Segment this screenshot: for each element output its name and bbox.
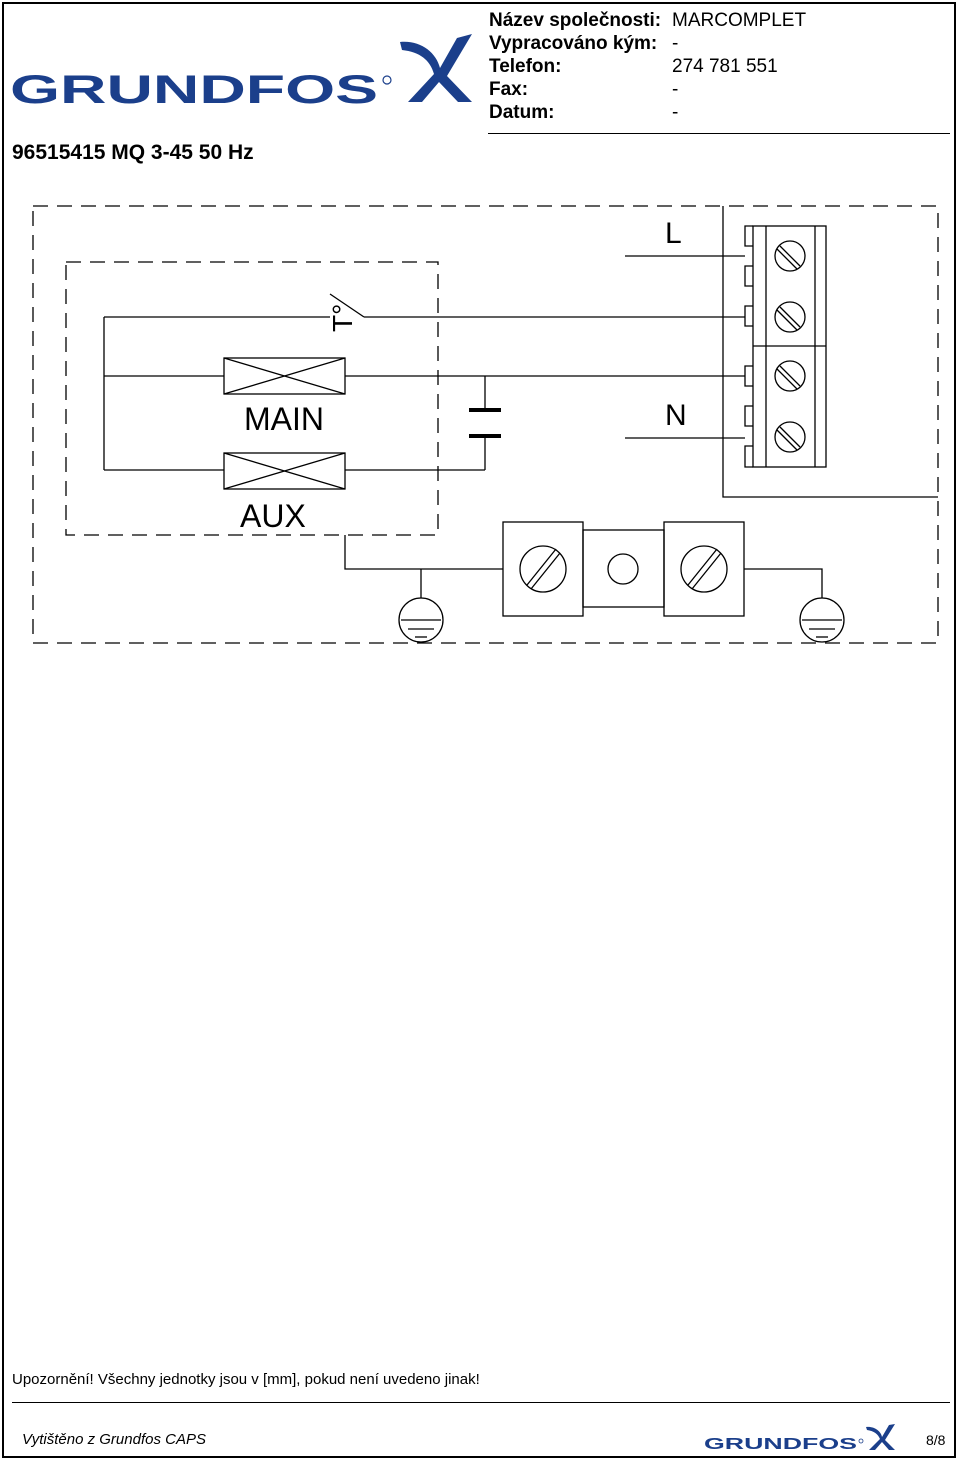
fax-label: Fax: — [489, 79, 529, 100]
line-label: L — [665, 217, 682, 250]
date-label: Datum: — [489, 102, 555, 123]
info-row-company: Název společnosti: MARCOMPLET — [489, 9, 806, 32]
screw-icon — [774, 301, 806, 333]
product-title: 96515415 MQ 3-45 50 Hz — [12, 141, 254, 164]
terminal-enclosure — [722, 206, 938, 498]
earth-terminal-bridge — [582, 529, 665, 608]
earth-wire-right — [744, 568, 823, 598]
logo-wordmark: GRUNDFOS — [10, 68, 378, 108]
aux-coil-cross-b — [223, 452, 346, 490]
screw-icon — [680, 545, 728, 593]
earth-ground-icon — [799, 597, 845, 643]
thermal-switch-blade — [329, 293, 365, 318]
info-row-date: Datum: - — [489, 101, 806, 124]
earth-ground-icon — [398, 597, 444, 643]
footer-registered-mark-icon — [858, 1438, 864, 1444]
thermal-switch-label: T° — [327, 304, 358, 332]
warning-note: Upozornění! Všechny jednotky jsou v [mm]… — [12, 1371, 480, 1388]
grundfos-logo: GRUNDFOS — [10, 34, 472, 108]
capacitor-plate-bottom — [469, 434, 501, 438]
outer-boundary — [32, 205, 939, 644]
screw-icon — [774, 240, 806, 272]
earth-terminal-left — [502, 521, 584, 617]
main-winding-coil — [223, 357, 346, 395]
wiring-diagram: L N MAIN AUX T° — [32, 205, 939, 644]
header-info: Název společnosti: MARCOMPLET Vypracováno… — [489, 9, 806, 124]
info-row-phone: Telefon: 274 781 551 — [489, 55, 806, 78]
aux-winding-label: AUX — [240, 498, 306, 534]
phone-value: 274 781 551 — [672, 56, 778, 77]
motor-boundary — [65, 261, 439, 536]
footer-logo-wordmark: GRUNDFOS — [704, 1436, 858, 1452]
footer-divider — [12, 1402, 950, 1403]
footer-grundfos-x-icon — [866, 1424, 895, 1450]
page-number: 8/8 — [926, 1432, 946, 1448]
main-winding-label: MAIN — [244, 401, 324, 437]
header-divider — [488, 133, 950, 134]
earth-terminal-hole — [607, 553, 639, 585]
earth-wire-motor — [344, 535, 503, 570]
screw-icon — [519, 545, 567, 593]
capacitor-plate-top — [469, 408, 501, 412]
earth-terminal-right — [663, 521, 745, 617]
screw-icon — [774, 360, 806, 392]
date-value: - — [672, 102, 679, 123]
registered-mark-icon — [382, 75, 392, 85]
info-row-author: Vypracováno kým:- — [489, 32, 806, 55]
phone-label: Telefon: — [489, 56, 562, 77]
neutral-label: N — [665, 399, 687, 432]
aux-winding-coil — [223, 452, 346, 490]
main-coil-cross-b — [223, 357, 346, 395]
screw-icon — [774, 421, 806, 453]
company-label: Název společnosti: — [489, 10, 662, 31]
author-value: - — [672, 33, 679, 54]
info-row-fax: Fax: - — [489, 78, 806, 101]
fax-value: - — [672, 79, 679, 100]
author-label: Vypracováno kým: — [489, 33, 658, 54]
grundfos-x-icon — [400, 34, 472, 102]
terminal-block-edge — [744, 225, 753, 468]
printed-from: Vytištěno z Grundfos CAPS — [22, 1431, 206, 1448]
footer-grundfos-logo: GRUNDFOS — [704, 1424, 895, 1452]
company-value: MARCOMPLET — [672, 10, 807, 31]
